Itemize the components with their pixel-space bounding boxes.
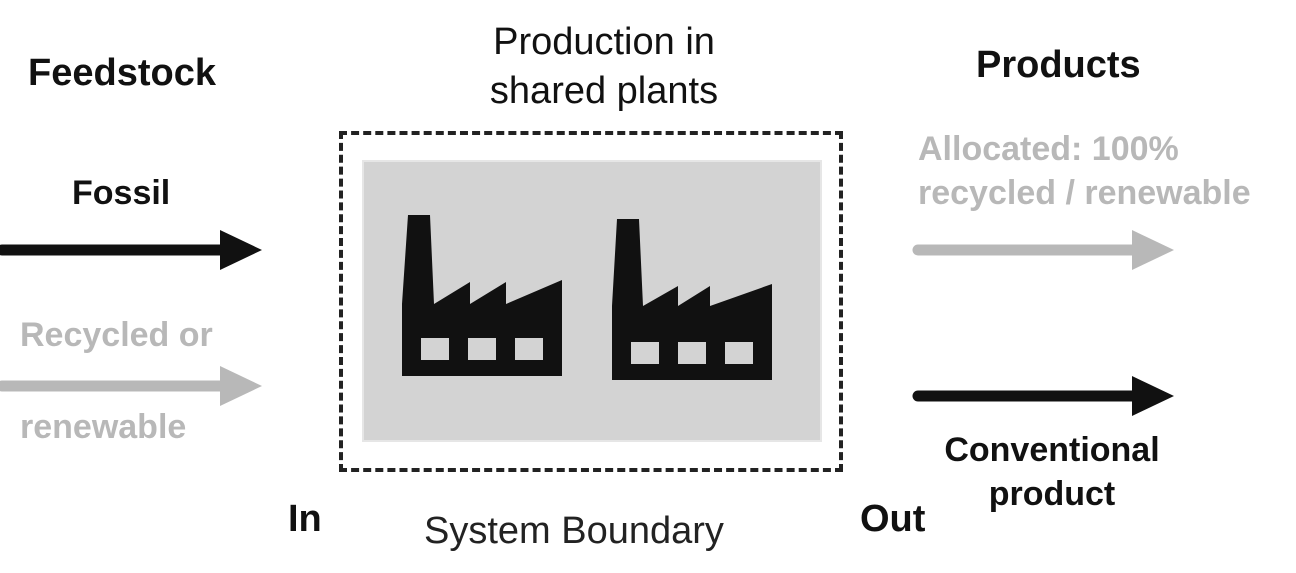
label-recycled-line1: Recycled or [20,316,213,354]
factory-icon [402,215,562,376]
label-fossil: Fossil [72,174,171,212]
heading-production: Production in shared plants [489,21,719,113]
allocated-output-arrow [912,230,1174,270]
recycled-input-arrow [0,366,262,406]
heading-feedstock: Feedstock [28,52,216,94]
label-allocated-line1: Allocated: 100% [918,130,1179,168]
label-out: Out [860,498,926,540]
heading-products: Products [976,44,1141,86]
label-in: In [288,498,322,540]
factory-icon [612,219,772,380]
fossil-input-arrow [0,230,262,270]
system-boundary-box [339,131,843,472]
conventional-output-arrow [912,376,1174,416]
label-recycled-line2: renewable [20,408,187,446]
label-conventional-product: Conventional product [944,431,1160,514]
label-allocated-line2: recycled / renewable [918,174,1251,212]
label-system-boundary: System Boundary [424,510,724,552]
